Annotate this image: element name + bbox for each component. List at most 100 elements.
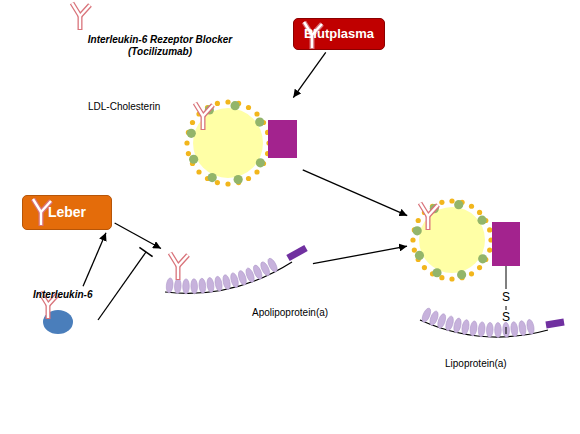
kringle-oval	[495, 323, 502, 338]
kringle-oval	[510, 321, 518, 337]
receptor-inner	[202, 116, 204, 129]
bond-label: S	[502, 290, 510, 304]
kringle-oval	[453, 317, 463, 333]
kringle-oval	[191, 279, 198, 294]
kringle-oval	[206, 277, 214, 293]
cholesterol-dot	[413, 226, 422, 235]
kringle-oval	[183, 279, 190, 294]
apolipoprotein-node: Apolipoprotein(a)	[160, 250, 310, 295]
receptor-shape	[176, 266, 181, 280]
phospholipid-dot	[477, 210, 482, 215]
phospholipid-dot	[412, 247, 417, 252]
receptor-inner	[47, 305, 49, 318]
receptor-inner	[427, 216, 429, 229]
kringle-oval	[166, 278, 174, 294]
kringle-oval	[469, 321, 478, 337]
organ-box: Leber	[22, 195, 112, 230]
phospholipid-dot	[215, 180, 220, 185]
chain-tip	[288, 248, 306, 258]
cholesterol-dot	[256, 158, 265, 167]
cholesterol-dot	[477, 216, 486, 225]
ldl-particle-node: LDL-Cholesterin	[185, 100, 300, 190]
chain-tip	[546, 322, 564, 325]
cholesterol-dot	[478, 254, 487, 263]
cholesterol-dot	[432, 268, 441, 277]
ldl-particle	[184, 99, 297, 186]
phospholipid-dot	[439, 200, 444, 205]
receptor-inner	[40, 212, 42, 225]
receptor-icon	[414, 200, 442, 232]
phospholipid-dot	[225, 99, 230, 104]
box-label: Leber	[48, 204, 86, 221]
receptor-inner	[177, 266, 179, 279]
receptor-blocker-node: Interleukin-6 Rezeptor Blocker (Tocilizu…	[62, 0, 262, 62]
kringle-oval	[478, 322, 486, 338]
arrow-connector	[83, 233, 106, 286]
kringle-oval	[486, 322, 493, 337]
phospholipid-dot	[225, 181, 230, 186]
apob-block	[492, 222, 520, 266]
phospholipid-dot	[449, 276, 454, 281]
node-label: Lipoprotein(a)	[445, 358, 507, 370]
receptor-shape	[78, 16, 83, 30]
disulfide-bond	[506, 306, 507, 310]
phospholipid-dot	[215, 101, 220, 106]
phospholipid-dot	[422, 265, 427, 270]
inhibition-line	[98, 252, 146, 320]
kringle-oval	[214, 276, 223, 292]
phospholipid-dot	[184, 140, 189, 145]
apob-block	[268, 120, 297, 158]
receptor-shape	[201, 116, 206, 130]
receptor-shape	[426, 216, 431, 230]
cholesterol-dot	[255, 117, 264, 126]
node-label: LDL-Cholesterin	[88, 101, 160, 113]
lpa-chain	[420, 307, 564, 338]
kringle-oval	[222, 274, 232, 290]
receptor-inner	[170, 253, 188, 266]
box-label: Blutplasma	[304, 26, 374, 42]
phospholipid-dot	[190, 120, 195, 125]
receptor-inner	[195, 103, 213, 116]
lipid-core	[419, 207, 485, 273]
receptor-inner	[72, 3, 90, 16]
kringle-oval	[461, 319, 470, 335]
receptor-inner	[79, 16, 81, 29]
kringle-oval	[444, 315, 454, 331]
phospholipid-dot	[254, 111, 259, 116]
cholesterol-dot	[415, 251, 424, 260]
cholesterol-dot	[457, 270, 466, 279]
cholesterol-dot	[230, 101, 239, 110]
cholesterol-dot	[234, 175, 243, 184]
receptor-shape	[170, 253, 188, 266]
bond-label: S	[502, 310, 510, 324]
receptor-shape	[46, 305, 51, 319]
receptor-icon	[189, 100, 217, 132]
kringle-oval	[174, 278, 181, 293]
kringle-oval	[502, 322, 509, 337]
kringle-oval	[198, 278, 206, 293]
phospholipid-dot	[469, 271, 474, 276]
disulfide-bond	[506, 327, 507, 334]
kringle-oval	[518, 320, 527, 336]
apo-chain	[165, 248, 306, 294]
node-label: Interleukin-6 Rezeptor Blocker (Tocilizu…	[75, 34, 245, 58]
source-box: Blutplasma	[293, 18, 385, 50]
arrow-connector	[293, 52, 325, 97]
phospholipid-dot	[254, 169, 259, 174]
arrow-connector	[313, 246, 407, 264]
receptor-shape	[39, 212, 44, 226]
node-label: Interleukin-6	[33, 289, 92, 301]
node-label: Apolipoprotein(a)	[252, 307, 328, 319]
kringle-oval	[266, 257, 279, 273]
phospholipid-dot	[487, 247, 492, 252]
kringle-oval	[229, 272, 239, 288]
phospholipid-dot	[410, 237, 415, 242]
lpa-particle	[410, 198, 520, 281]
kringle-oval	[526, 319, 535, 335]
receptor-icon	[164, 250, 192, 282]
phospholipid-dot	[246, 176, 251, 181]
receptor-shape	[195, 103, 213, 116]
receptor-shape	[72, 3, 90, 16]
cholesterol-dot	[187, 129, 196, 138]
